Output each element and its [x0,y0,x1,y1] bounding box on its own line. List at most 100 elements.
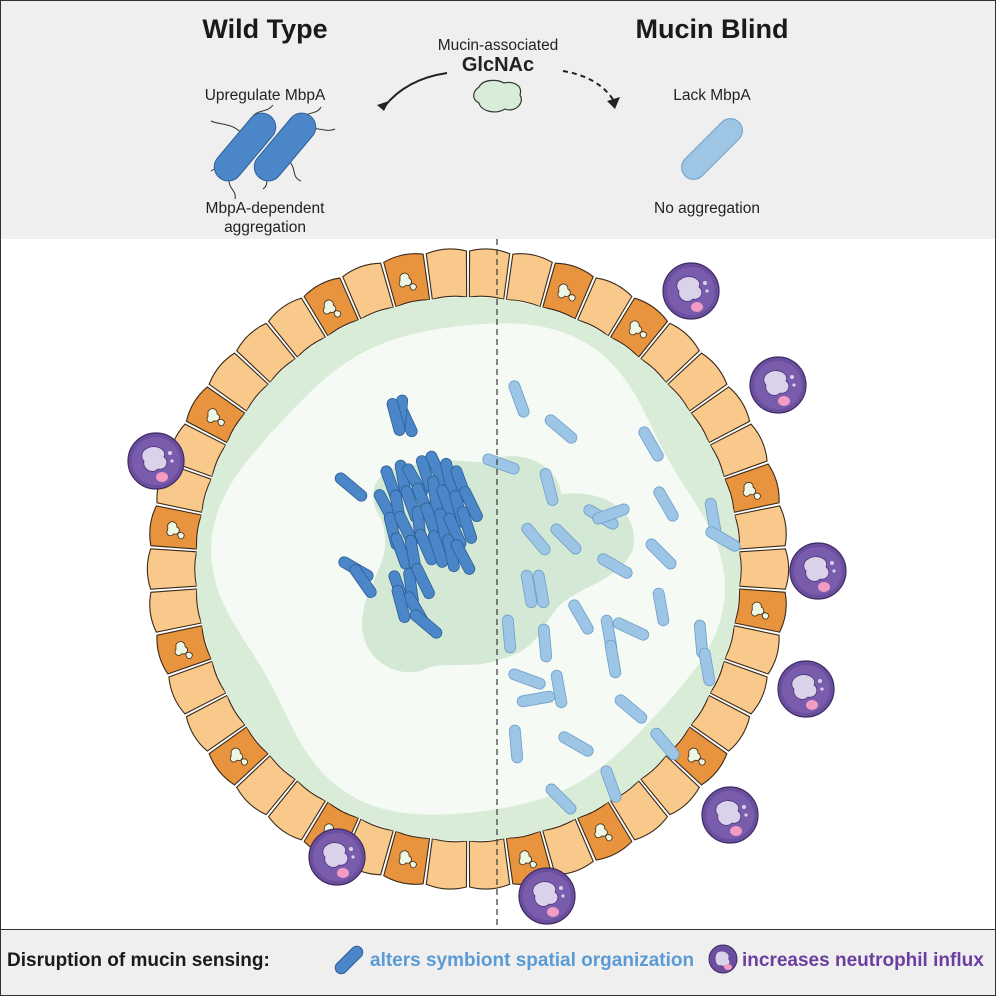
epithelial-cell [267,297,327,358]
neutrophil-nucleus [141,446,168,472]
wild-type-title: Wild Type [202,14,328,44]
neutrophil-icon [308,828,366,886]
gut-crypt-illustration [127,239,847,929]
epithelial-cell [709,660,768,715]
granule-icon [705,289,709,293]
wild-type-bacteria-icon [210,104,336,200]
wild-type-bacterium [409,609,443,639]
wild-type-upregulate-label: Upregulate MbpA [204,87,326,104]
mucin-blind-bacterium [604,639,622,679]
epithelial-cell [146,548,198,590]
vesicle-icon [518,850,532,866]
granule-icon [559,886,563,890]
mucin-blind-bacterium [600,765,622,803]
epithelial-cell [235,322,297,384]
epithelial-cell [723,625,780,675]
granule-icon [349,847,353,851]
mucin-blind-bacterium-icon [681,118,743,180]
vesicle-icon [409,283,417,291]
mucin-blind-bacterium [645,538,677,570]
granule-icon [818,679,822,683]
mucin-blind-title: Mucin Blind [635,14,789,44]
epithelial-cell [505,253,553,308]
mucin-blind-lack-label: Lack MbpA [673,87,751,104]
epithelial-cell [342,262,395,320]
epithelial-cell [168,660,227,715]
vesicle-icon [322,299,337,315]
glcnac-label-line1: Mucin-associated [437,37,559,54]
mucin-blind-bacterium [592,503,630,525]
mucin-blind-bacterium [516,690,556,708]
top-illustration [210,70,743,200]
mucin-blind-bacterium [550,523,582,555]
mucin-blind-bacterium [545,783,577,815]
granule-icon [561,894,565,898]
wild-type-bacterium [456,506,478,544]
granule-icon [742,805,746,809]
legend-panel: Disruption of mucin sensing: alters symb… [0,929,996,996]
gut-crypt-panel [0,239,996,929]
top-panel: Wild Type Mucin Blind Mucin-associated G… [0,0,996,240]
neutrophil-nucleus [715,800,742,826]
epithelial-cell [425,248,468,301]
vesicle-icon [333,310,342,318]
mucin-blind-bacterium [612,617,650,641]
neutrophil-icon [789,542,847,600]
legend-title: Disruption of mucin sensing: [7,950,270,971]
mucin-blind-bacterium [520,569,538,609]
dashed-arrow-icon [562,70,615,102]
vesicle-icon [177,532,185,540]
wild-type-bacterium [459,485,483,523]
neutrophil-nucleus [791,674,818,700]
vesicle-icon [206,408,220,424]
mucin-blind-bacterium [568,599,594,635]
vesicle-icon [217,419,225,427]
epithelial-cell [267,780,327,841]
epithelial-cell [576,277,633,337]
granule-icon [820,687,824,691]
glcnac-label-line2: GlcNAc [461,54,535,76]
neutrophils [127,262,847,925]
vesicle-icon [628,320,643,336]
mucin-blind-bacterium [508,724,524,764]
vesicle-icon [557,283,571,299]
vesicle-icon [409,861,417,869]
mucin-blind-bacterium [482,453,520,475]
legend-item-neutrophil-influx: increases neutrophil influx [742,950,984,971]
neutrophil-nucleus [803,556,830,582]
epithelial-cell [185,694,246,752]
epithelial-cell [666,352,728,412]
vesicle-icon [568,294,576,302]
vesicle-icon [240,758,249,766]
mucin-blind-bacterium [705,526,741,552]
solid-arrow-icon [383,72,448,108]
epithelial-cell [208,352,270,412]
vesicle-icon [761,612,770,620]
neutrophil-nucleus [532,881,559,907]
mucin-blind-bacterium [558,731,594,757]
vesicle-icon [594,823,608,839]
epithelial-cell [468,837,511,890]
granule-icon [351,855,355,859]
vesicle-icon [529,861,537,869]
epithelial-cell [609,780,669,841]
mucin-blind-bacterium [508,380,530,418]
wild-type-bacterium [349,564,377,598]
granule-icon [170,459,174,463]
mucin-blind-bacterium [537,623,553,663]
vesicle-icon [639,331,647,339]
mucin-blind-bacterium [532,569,550,609]
granule-icon [830,561,834,565]
neutrophil-icon [518,867,576,925]
neutrophil-granule-pink [818,582,830,592]
epithelial-cell [149,588,203,633]
no-aggregation-label: No aggregation [654,200,760,217]
epithelial-cell [468,248,511,301]
glcnac-molecule-icon [473,79,522,113]
mucin-blind-bacterium [638,426,664,462]
solid-arrow-head-icon [377,101,389,111]
dashed-arrow-head-icon [607,97,620,109]
neutrophil-icon [662,262,720,320]
wild-type-bacterium [411,562,435,600]
mucin-blind-bacterium [521,522,551,556]
